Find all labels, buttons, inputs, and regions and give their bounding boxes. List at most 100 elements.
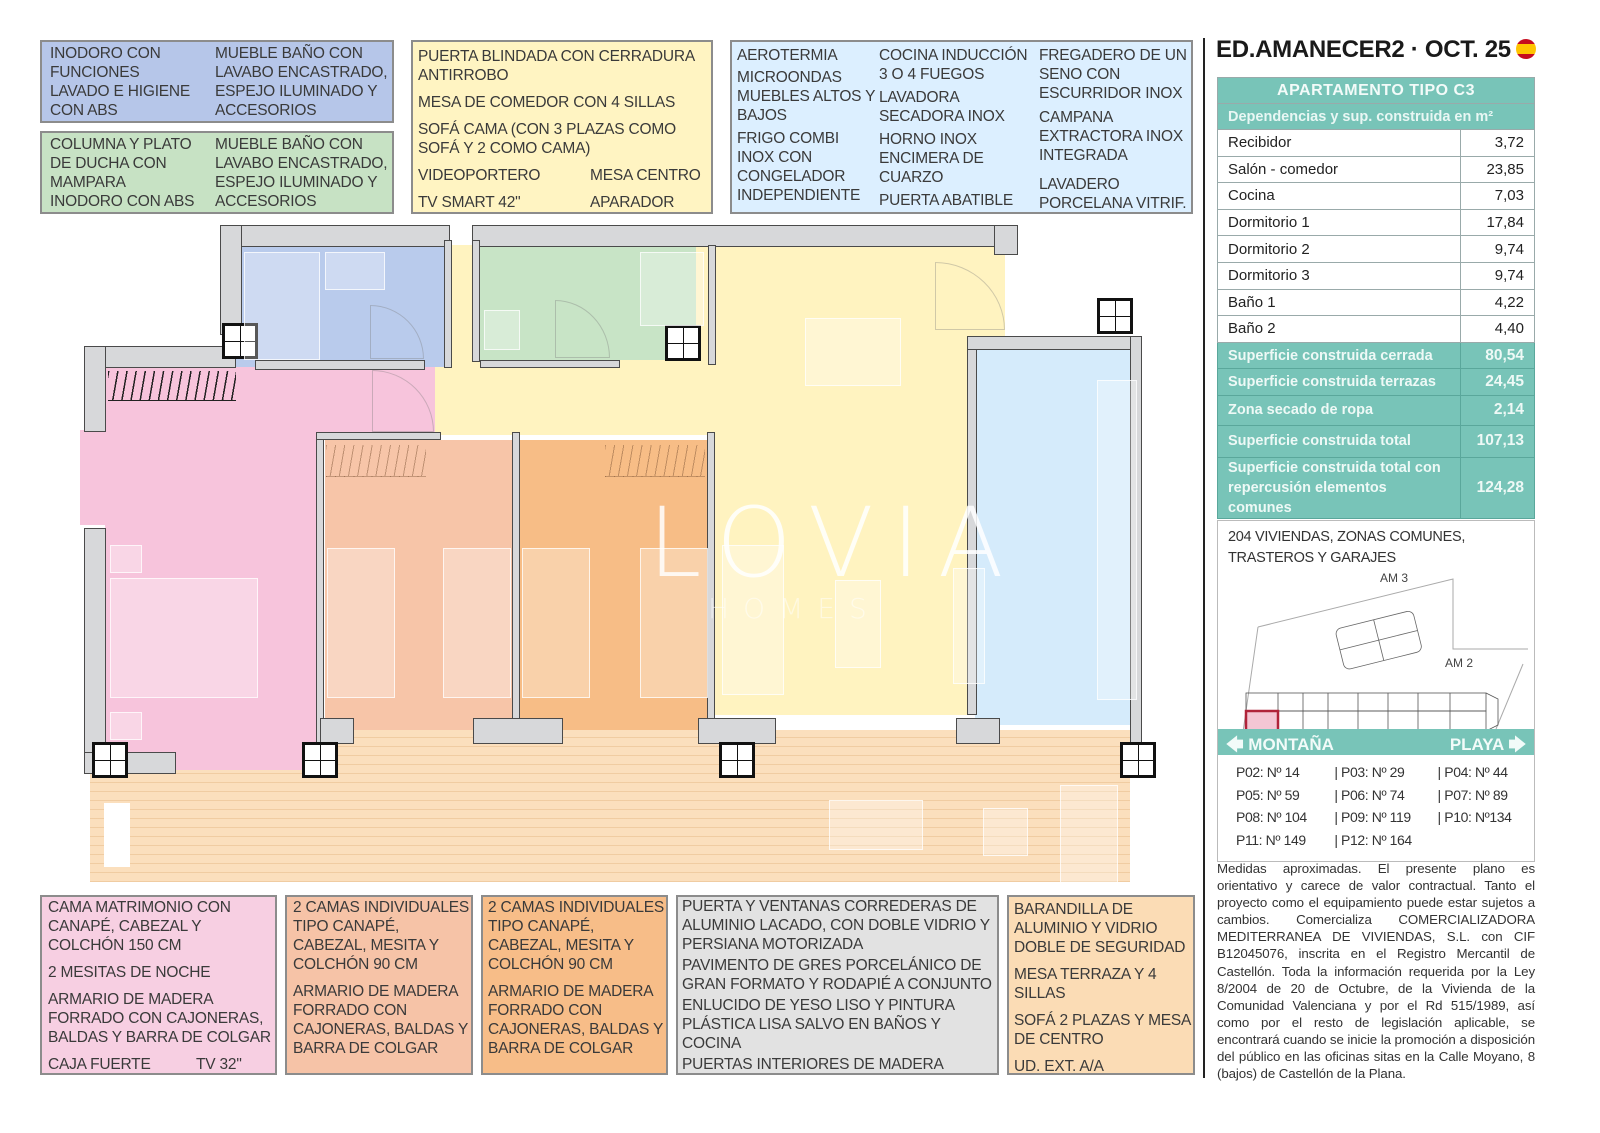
room-master-bedroom-side <box>80 430 105 525</box>
room-name: Recibidor <box>1217 129 1461 157</box>
bath-2-sink <box>484 310 520 350</box>
single-bed <box>443 548 511 698</box>
wardrobe-bedroom-2 <box>326 445 426 477</box>
portal-item: P11: Nº 149 <box>1236 831 1306 848</box>
legend-text: 2 CAMAS INDIVIDUALES TIPO CANAPÉ, CABEZA… <box>293 899 470 973</box>
portal-item: P05: Nº 59 <box>1236 786 1300 803</box>
structural-pillar <box>1120 742 1156 778</box>
wall <box>473 718 563 744</box>
watermark-sub: HOMES <box>708 592 881 625</box>
bath-2-shower <box>640 252 704 326</box>
structural-pillar <box>1097 298 1133 334</box>
room-area: 23,85 <box>1460 155 1535 184</box>
legend-text: PUERTAS INTERIORES DE MADERA <box>682 1056 944 1073</box>
portal-item: | P06: Nº 74 <box>1334 786 1405 803</box>
legend-text: PUERTA Y VENTANAS CORREDERAS DE ALUMINIO… <box>682 898 990 953</box>
legend-text: APARADOR <box>590 194 675 211</box>
legal-disclaimer: Medidas aproximadas. El presente plano e… <box>1217 861 1535 1082</box>
legend-text: LAVABO ENCASTRADO, <box>215 155 388 172</box>
legend-text: PAVIMENTO DE GRES PORCELÁNICO DE GRAN FO… <box>682 957 992 993</box>
direction-left-label: MONTAÑA <box>1248 735 1334 754</box>
portal-item: P02: Nº 14 <box>1236 764 1300 780</box>
legend-text: UD. EXT. A/A <box>1014 1058 1104 1075</box>
portal-row: P11: Nº 149 | P12: Nº 164 <box>1236 829 1526 852</box>
wall <box>698 718 776 744</box>
legend-text: 2 MESITAS DE NOCHE <box>48 964 211 981</box>
structural-pillar <box>719 742 755 778</box>
wall <box>255 360 425 370</box>
double-bed <box>110 578 258 698</box>
portal-item: | P10: Nº134 <box>1437 809 1512 825</box>
legend-text: INODORO CON ABS <box>50 193 195 210</box>
room-kitchen <box>975 350 1135 725</box>
portal-list: P02: Nº 14 | P03: Nº 29 | P04: Nº 44 P05… <box>1236 761 1526 851</box>
room-name: Dormitorio 2 <box>1217 235 1461 263</box>
legend-text: MUEBLES ALTOS Y BAJOS <box>737 88 876 124</box>
legend-bathroom-2: COLUMNA Y PLATO DE DUCHA CON MAMPARA INO… <box>40 131 394 214</box>
portal-item: | P07: Nº 89 <box>1437 786 1509 803</box>
legend-text: MUEBLE BAÑO CON <box>215 136 363 153</box>
floor-plan: LOVIA HOMES <box>80 225 1156 885</box>
total-name: Superficie construida total <box>1217 424 1461 458</box>
legend-pair: VIDEOPORTERO MESA CENTRO <box>418 166 708 185</box>
direction-left: 🡄 MONTAÑA <box>1226 732 1334 761</box>
room-bedroom-2 <box>325 440 515 730</box>
total-value: 124,28 <box>1460 456 1535 519</box>
structural-pillar <box>665 325 701 361</box>
legend-text: CAMPANA EXTRACTORA INOX INTEGRADA <box>1039 109 1183 164</box>
legend-text: TV SMART 42" <box>418 194 521 211</box>
legend-text: MESA DE COMEDOR CON 4 SILLAS <box>418 94 676 111</box>
apartment-highlight <box>1244 709 1280 729</box>
legend-text: TV 32" <box>196 1056 242 1073</box>
legend-text: SOFÁ CAMA (CON 3 PLAZAS COMO SOFÁ Y 2 CO… <box>418 121 676 157</box>
legend-text: CON ABS <box>50 102 118 119</box>
legend-text: LAVADORA SECADORA INOX <box>879 89 1005 125</box>
structural-pillar <box>92 742 128 778</box>
room-area: 4,40 <box>1460 315 1535 343</box>
wall <box>472 225 1017 247</box>
wall <box>512 432 520 732</box>
wall <box>220 225 450 247</box>
wall <box>708 245 716 365</box>
legend-text: PUERTA BLINDADA CON CERRADURA ANTIRROBO <box>418 48 695 84</box>
room-area: 7,03 <box>1460 182 1535 210</box>
legend-text: 2 CAMAS INDIVIDUALES TIPO CANAPÉ, CABEZA… <box>488 899 665 973</box>
legend-text: LAVABO ENCASTRADO, <box>215 64 388 81</box>
legend-text: DE DUCHA CON <box>50 155 167 172</box>
room-area: 3,72 <box>1460 129 1535 157</box>
bath-1-shower <box>244 252 320 360</box>
kitchen-counter <box>1097 380 1137 700</box>
wall <box>316 432 441 440</box>
table-subtitle: Dependencias y sup. construida en m² <box>1217 103 1535 130</box>
legend-text: LAVADO E HIGIENE <box>50 83 191 100</box>
sideboard <box>953 568 985 684</box>
legend-text: VIDEOPORTERO <box>418 167 541 184</box>
legend-text: ARMARIO DE MADERA FORRADO CON CAJONERAS,… <box>488 983 663 1057</box>
portal-item <box>1438 829 1526 852</box>
spain-flag-icon <box>1516 39 1536 59</box>
dining-table <box>805 318 901 386</box>
room-name: Salón - comedor <box>1217 155 1461 184</box>
single-bed <box>522 548 590 698</box>
wall <box>320 718 354 744</box>
total-value: 107,13 <box>1460 424 1535 458</box>
arrow-left-icon: 🡄 <box>1226 735 1244 754</box>
surfaces-table: APARTAMENTO TIPO C3 Dependencias y sup. … <box>1217 77 1535 519</box>
legend-text: COLUMNA Y PLATO <box>50 136 192 153</box>
total-row: Superficie construida total con repercus… <box>1217 456 1535 519</box>
room-area: 9,74 <box>1460 235 1535 263</box>
wall <box>956 718 1000 744</box>
total-name: Superficie construida terrazas <box>1217 368 1461 396</box>
room-area: 17,84 <box>1460 208 1535 237</box>
legend-terrace: BARANDILLA DE ALUMINIO Y VIDRIO DOBLE DE… <box>1007 895 1195 1075</box>
terrace-side-table <box>983 808 1028 856</box>
structural-pillar <box>222 323 258 359</box>
total-value: 80,54 <box>1460 341 1535 370</box>
